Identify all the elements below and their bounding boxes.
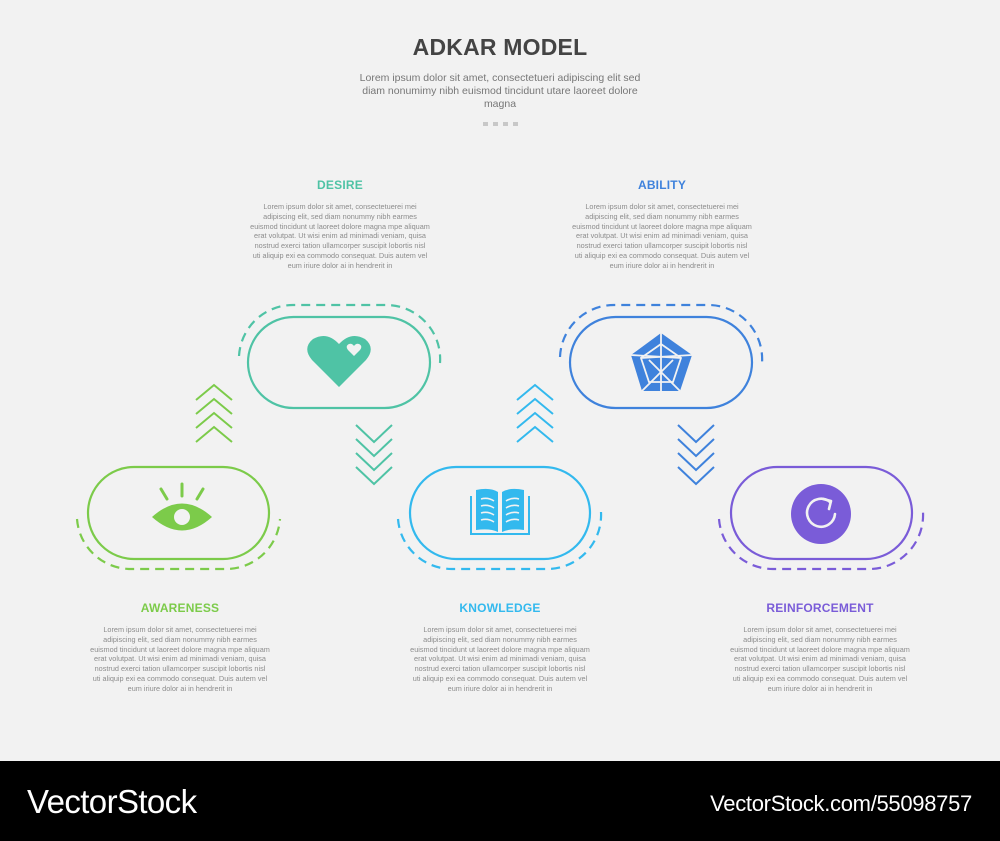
stage-title-knowledge: KNOWLEDGE: [459, 601, 541, 615]
chevrons-up-icon: [516, 383, 554, 443]
chevrons-down-icon: [355, 424, 393, 486]
footer-image-url[interactable]: VectorStock.com/55098757: [710, 791, 972, 816]
stage-node-reinforcement: [717, 465, 925, 571]
chevrons-up-icon: [195, 383, 233, 443]
footer-bar: VectorStock VectorStock.com/55098757: [0, 761, 1000, 841]
heart-icon: [307, 335, 371, 387]
stage-title-ability: ABILITY: [637, 178, 687, 192]
stage-text-awareness: Lorem ipsum dolor sit amet, consectetuer…: [90, 625, 270, 693]
stage-text-knowledge: Lorem ipsum dolor sit amet, consectetuer…: [410, 625, 590, 693]
page-title: ADKAR MODEL: [412, 34, 588, 60]
adkar-diagram: [75, 303, 925, 571]
stage-node-knowledge: [396, 465, 603, 571]
radar-chart-icon: [630, 333, 693, 392]
stage-text-reinforcement: Lorem ipsum dolor sit amet, consectetuer…: [730, 625, 910, 693]
chevrons-down-icon: [677, 424, 715, 486]
stage-node-ability: [558, 303, 764, 410]
open-book-icon: [470, 488, 530, 535]
stage-title-reinforcement: REINFORCEMENT: [766, 601, 874, 615]
stage-title-desire: DESIRE: [317, 178, 363, 192]
stage-node-desire: [237, 303, 442, 410]
refresh-icon: [791, 484, 851, 544]
eye-icon: [152, 482, 212, 531]
stage-title-awareness: AWARENESS: [140, 601, 220, 615]
page-subtitle: Lorem ipsum dolor sit amet, consectetuer…: [359, 72, 641, 110]
stage-node-awareness: [75, 465, 282, 571]
stage-text-desire: Lorem ipsum dolor sit amet, consectetuer…: [250, 202, 430, 270]
divider-dots: [483, 122, 518, 126]
footer-brand-logo[interactable]: VectorStock: [27, 783, 197, 820]
stage-text-ability: Lorem ipsum dolor sit amet, consectetuer…: [572, 202, 752, 270]
